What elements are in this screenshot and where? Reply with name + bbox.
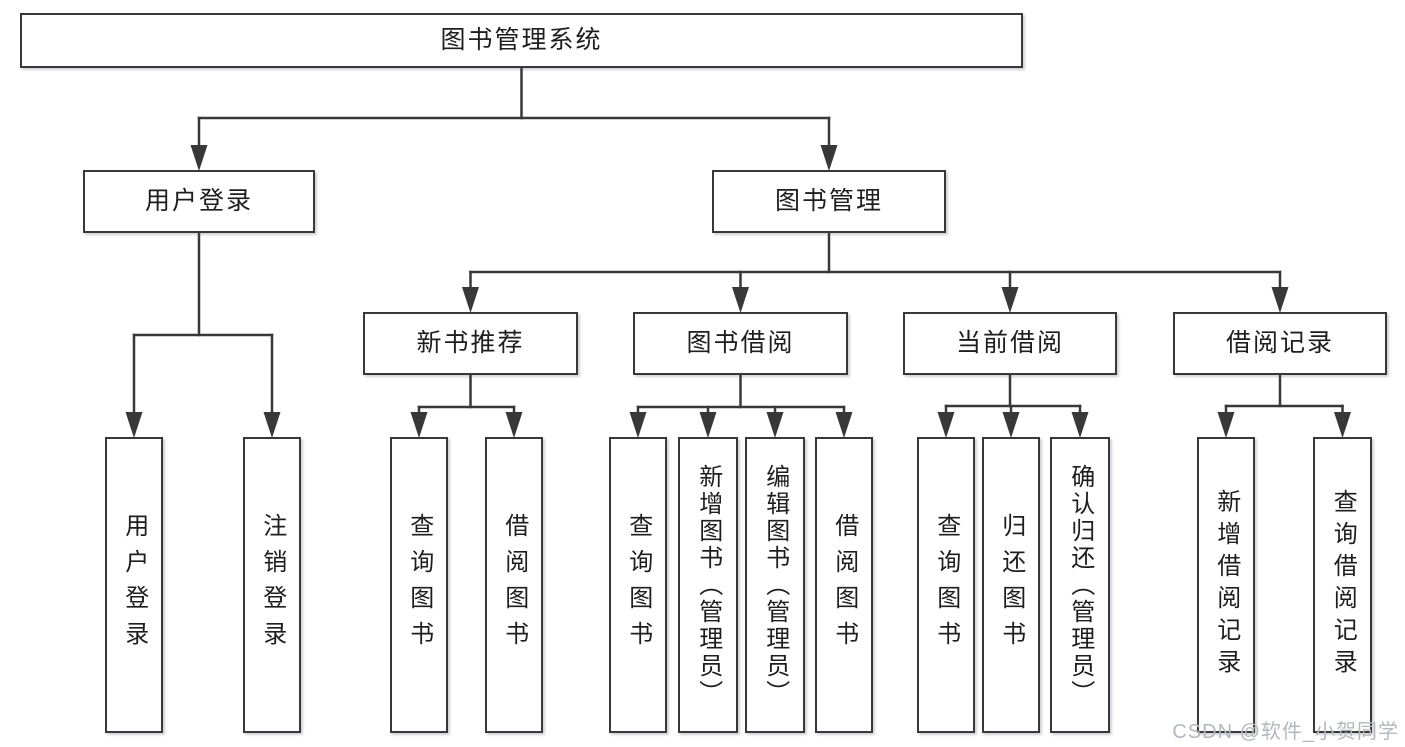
- node-new-book-rec: 新书推荐: [363, 312, 578, 375]
- node-leaf-confirm-return: 确认归还（管理员）: [1050, 437, 1110, 733]
- node-label: 图书管理系统: [440, 26, 603, 55]
- node-label: 图书管理: [774, 187, 883, 216]
- node-label: 新增图书（管理员）: [694, 463, 722, 707]
- node-label: 借阅图书: [500, 513, 528, 657]
- node-label: 图书借阅: [686, 329, 795, 358]
- node-leaf-query-book-2: 查询图书: [609, 437, 667, 733]
- node-label: 当前借阅: [955, 329, 1064, 358]
- node-leaf-query-book-1: 查询图书: [390, 437, 448, 733]
- node-root: 图书管理系统: [20, 13, 1023, 68]
- node-label: 查询图书: [405, 513, 433, 657]
- node-leaf-query-record: 查询借阅记录: [1313, 437, 1372, 733]
- node-label: 新书推荐: [416, 329, 525, 358]
- node-leaf-user-login: 用户登录: [105, 437, 163, 733]
- node-label: 新增借阅记录: [1212, 489, 1240, 681]
- node-current-borrow: 当前借阅: [903, 312, 1117, 375]
- node-leaf-borrow-book-1: 借阅图书: [485, 437, 543, 733]
- node-leaf-query-book-3: 查询图书: [917, 437, 975, 733]
- node-label: 编辑图书（管理员）: [761, 463, 789, 707]
- node-label: 借阅图书: [830, 513, 858, 657]
- node-leaf-borrow-book-2: 借阅图书: [815, 437, 873, 733]
- node-label: 查询图书: [624, 513, 652, 657]
- node-leaf-add-record: 新增借阅记录: [1197, 437, 1255, 733]
- node-book-mgmt: 图书管理: [712, 170, 946, 233]
- node-leaf-edit-book: 编辑图书（管理员）: [745, 437, 805, 733]
- node-book-borrow: 图书借阅: [633, 312, 848, 375]
- node-leaf-logout: 注销登录: [243, 437, 301, 733]
- node-label: 用户登录: [120, 513, 148, 657]
- node-label: 确认归还（管理员）: [1066, 463, 1094, 707]
- node-label: 借阅记录: [1225, 329, 1334, 358]
- node-user-login: 用户登录: [83, 170, 315, 233]
- watermark: CSDN @软件_小贺同学: [1172, 721, 1399, 743]
- node-label: 归还图书: [997, 513, 1025, 657]
- node-label: 查询借阅记录: [1329, 489, 1357, 681]
- node-label: 注销登录: [258, 513, 286, 657]
- node-label: 查询图书: [932, 513, 960, 657]
- node-leaf-return-book: 归还图书: [982, 437, 1040, 733]
- node-label: 用户登录: [144, 187, 253, 216]
- node-leaf-add-book: 新增图书（管理员）: [678, 437, 738, 733]
- node-borrow-record: 借阅记录: [1173, 312, 1387, 375]
